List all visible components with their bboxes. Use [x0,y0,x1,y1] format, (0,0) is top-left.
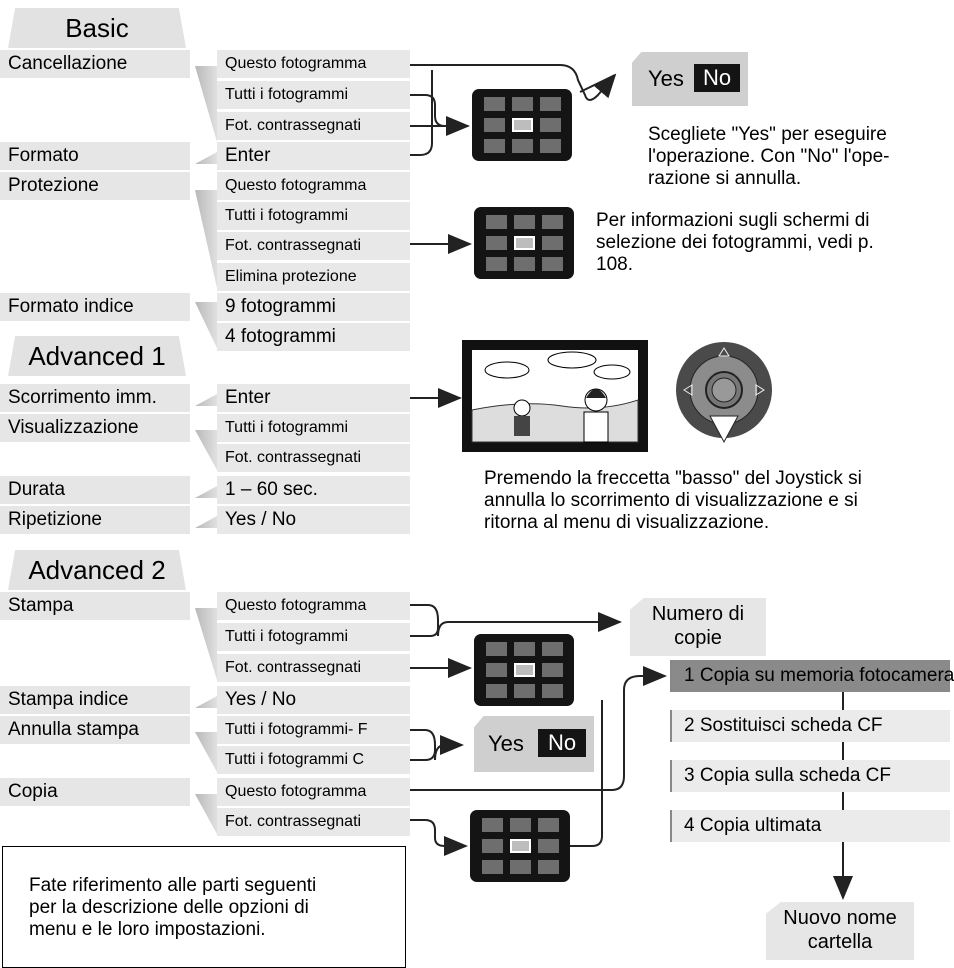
connector-annulla-c [410,749,436,761]
menu-label-visualizzazione[interactable]: Visualizzazione [0,414,190,442]
menu-label-scorrimento[interactable]: Scorrimento imm. [0,384,190,412]
connector-formato [410,70,433,156]
no-option[interactable]: No [694,64,740,92]
section-advanced1: Advanced 1 [8,336,186,376]
menu-label-ripetizione[interactable]: Ripetizione [0,506,190,534]
menu-label-stampa-indice[interactable]: Stampa indice [0,686,190,714]
frame-selection-grid [472,89,572,161]
option-copia-contrassegnati[interactable]: Fot. contrassegnati [217,808,410,836]
option-annulla-c[interactable]: Tutti i fotogrammi C [217,746,410,774]
copy-step-1: 1 Copia su memoria fotocamera [670,660,954,692]
option-scorr-enter[interactable]: Enter [217,384,410,412]
menu-label-formato[interactable]: Formato [0,142,190,170]
option-prot-elimina[interactable]: Elimina protezione [217,263,410,291]
connector-stampa-all [410,627,439,637]
option-stampa-questo[interactable]: Questo fotogramma [217,592,410,620]
option-stampa-tutti[interactable]: Tutti i fotogrammi [217,623,410,651]
yes-option[interactable]: Yes [488,731,524,756]
menu-label-formato-indice[interactable]: Formato indice [0,293,190,321]
section-advanced2: Advanced 2 [8,550,186,590]
yes-no-dialog: Yes No [632,52,748,106]
option-stampa-indice[interactable]: Yes / No [217,686,410,714]
menu-label-annulla-stampa[interactable]: Annulla stampa [0,716,190,744]
connector-annulla [410,729,464,761]
option-prot-contrassegnati[interactable]: Fot. contrassegnati [217,232,410,260]
option-canc-contrassegnati[interactable]: Fot. contrassegnati [217,112,410,140]
frame-selection-grid [474,634,574,706]
connector-grid4-step [566,700,603,847]
option-canc-questo[interactable]: Questo fotogramma [217,50,410,78]
option-prot-questo[interactable]: Questo fotogramma [217,172,410,200]
option-copia-questo[interactable]: Questo fotogramma [217,778,410,806]
yes-option[interactable]: Yes [648,66,684,91]
copy-step-4: 4 Copia ultimata [670,810,950,842]
joystick-note: Premendo la freccetta "basso" del Joysti… [484,468,862,533]
section-basic: Basic [8,8,186,48]
no-option[interactable]: No [538,729,586,757]
option-vis-contrassegnati[interactable]: Fot. contrassegnati [217,444,410,472]
menu-label-durata[interactable]: Durata [0,476,190,504]
frame-selection-grid [470,810,570,882]
option-durata[interactable]: 1 – 60 sec. [217,476,410,504]
yes-no-dialog: Yes No [474,716,594,772]
option-stampa-contrassegnati[interactable]: Fot. contrassegnati [217,654,410,682]
connector-canc-all [410,94,446,127]
option-vis-tutti[interactable]: Tutti i fotogrammi [217,414,410,442]
slideshow-photo [462,340,648,452]
option-prot-tutti[interactable]: Tutti i fotogrammi [217,202,410,230]
connector-canc-this [410,64,617,101]
joystick-icon [672,340,776,444]
option-canc-tutti[interactable]: Tutti i fotogrammi [217,81,410,109]
connector-stampa [410,604,622,637]
option-formato-enter[interactable]: Enter [217,142,410,170]
menu-label-cancellazione[interactable]: Cancellazione [0,50,190,78]
photo-image [471,350,639,443]
connector-copia-this [410,666,667,791]
connector-copia-marked [410,819,468,856]
connector-grid1-yes [579,74,616,93]
option-indice-9[interactable]: 9 fotogrammi [217,293,410,321]
menu-label-stampa[interactable]: Stampa [0,592,190,620]
option-annulla-f[interactable]: Tutti i fotogrammi- F [217,716,410,744]
menu-label-protezione[interactable]: Protezione [0,172,190,200]
copy-step-2: 2 Sostituisci scheda CF [670,710,950,742]
menu-label-copia[interactable]: Copia [0,778,190,806]
option-indice-4[interactable]: 4 fotogrammi [217,323,410,351]
frame-selection-grid [474,207,574,279]
option-ripetizione[interactable]: Yes / No [217,506,410,534]
copy-step-3: 3 Copia sulla scheda CF [670,760,950,792]
